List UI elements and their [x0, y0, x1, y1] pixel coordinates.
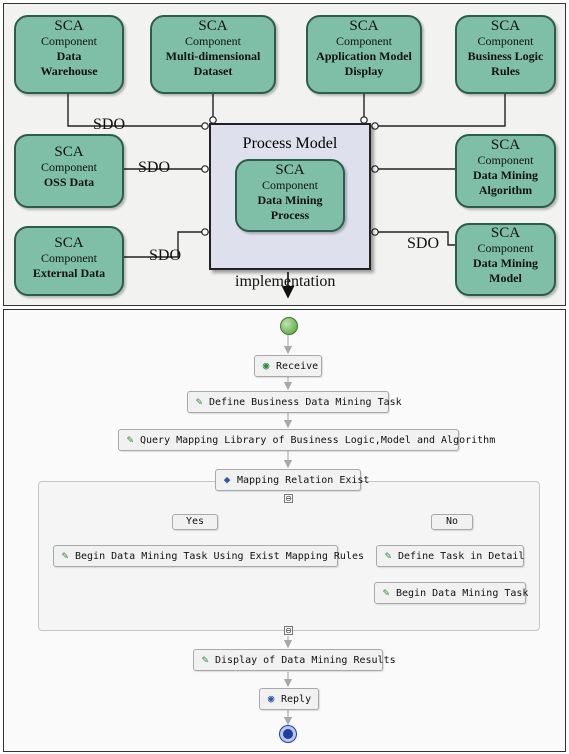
wire-business-logic-rules: [377, 94, 506, 127]
component-word: Component: [477, 153, 534, 167]
component-word: Component: [185, 34, 241, 48]
activity-label: Begin Data Mining Task Using Exist Mappi…: [75, 551, 364, 562]
component-type: SCA: [54, 144, 84, 160]
end-node[interactable]: [280, 726, 296, 742]
component-external-data[interactable]: SCA Component External Data: [14, 226, 124, 296]
activity-label: Display of Data Mining Results: [215, 655, 396, 666]
component-multidimensional-dataset[interactable]: SCA Component Multi-dimensional Dataset: [150, 15, 276, 94]
activity-define-detail[interactable]: ✎ Define Task in Detail: [376, 545, 524, 567]
component-word: Component: [477, 34, 534, 48]
component-word: Component: [41, 251, 97, 265]
wire-data-mining-model: [375, 231, 455, 246]
port-external-data: [201, 228, 209, 236]
component-type: SCA: [490, 137, 521, 153]
component-type: SCA: [349, 18, 379, 34]
port-data-mining-model: [371, 228, 379, 236]
activity-begin-task[interactable]: ✎ Begin Data Mining Task: [374, 582, 529, 604]
receive-icon: ◉: [262, 359, 270, 372]
component-name: OSS Data: [43, 175, 95, 189]
component-name: Data Mining Algorithm: [472, 168, 538, 197]
wire-external-data: [124, 231, 205, 258]
branch-label: No: [445, 516, 459, 527]
component-word: Component: [41, 34, 97, 48]
activity-label: Mapping Relation Exist: [237, 475, 370, 486]
process-model-title: Process Model: [242, 135, 338, 152]
activity-query-mapping[interactable]: ✎ Query Mapping Library of Business Logic…: [118, 429, 495, 451]
component-application-model-display[interactable]: SCA Component Application Model Display: [306, 15, 422, 94]
assign-icon: ✎: [384, 549, 392, 562]
activity-label: Receive: [276, 361, 319, 372]
invoke-icon: ✎: [126, 433, 134, 446]
implementation-label: implementation: [235, 273, 336, 290]
component-name: Data Mining Process: [257, 193, 323, 222]
activity-begin-existing[interactable]: ✎ Begin Data Mining Task Using Exist Mapp…: [53, 545, 364, 567]
activity-display-results[interactable]: ✎ Display of Data Mining Results: [193, 649, 396, 671]
component-data-mining-algorithm[interactable]: SCA Component Data Mining Algorithm: [455, 134, 556, 208]
component-name: Business Logic Rules: [467, 49, 544, 78]
sdo-label-data-warehouse: SDO: [93, 116, 126, 133]
sdo-label-external-data: SDO: [149, 247, 182, 264]
port-business-logic-rules: [371, 122, 379, 130]
component-business-logic-rules[interactable]: SCA Component Business Logic Rules: [455, 15, 556, 94]
branch-label: Yes: [185, 516, 205, 527]
collapse-switch-bottom[interactable]: ⊖: [284, 626, 293, 635]
component-oss-data[interactable]: SCA Component OSS Data: [14, 134, 124, 208]
component-name: Data Warehouse: [40, 49, 98, 78]
component-type: SCA: [54, 18, 84, 34]
port-oss-data: [201, 165, 209, 173]
activity-define-task[interactable]: ✎ Define Business Data Mining Task: [187, 391, 402, 413]
reply-icon: ◉: [267, 692, 275, 705]
assign-icon: ✎: [195, 395, 203, 408]
collapse-switch-top[interactable]: ⊖: [284, 494, 293, 503]
activity-label: Reply: [281, 694, 312, 705]
start-node[interactable]: [280, 317, 298, 335]
port-data-warehouse: [201, 122, 209, 130]
activity-label: Begin Data Mining Task: [396, 588, 529, 599]
activity-label: Query Mapping Library of Business Logic,…: [140, 435, 496, 446]
component-type: SCA: [490, 18, 521, 34]
branch-no[interactable]: No: [431, 514, 473, 530]
component-type: SCA: [275, 162, 305, 178]
decision-diamond-icon: ◆: [223, 473, 231, 486]
activity-receive[interactable]: ◉ Receive: [254, 355, 322, 377]
component-data-warehouse[interactable]: SCA Component Data Warehouse: [14, 15, 124, 94]
component-name: Application Model Display: [316, 49, 412, 78]
component-type: SCA: [490, 225, 521, 241]
component-name: External Data: [32, 266, 106, 280]
activity-label: Define Business Data Mining Task: [209, 397, 402, 408]
branch-yes[interactable]: Yes: [172, 514, 218, 530]
wire-data-warehouse: [67, 94, 205, 127]
component-name: Data Mining Model: [472, 256, 538, 285]
activity-reply[interactable]: ◉ Reply: [259, 688, 319, 710]
activity-label: Define Task in Detail: [398, 551, 525, 562]
component-type: SCA: [198, 18, 228, 34]
component-data-mining-process[interactable]: SCA Component Data Mining Process: [235, 159, 345, 232]
component-word: Component: [336, 34, 392, 48]
invoke-icon: ✎: [201, 653, 209, 666]
component-word: Component: [262, 178, 318, 192]
component-data-mining-model[interactable]: SCA Component Data Mining Model: [455, 223, 556, 296]
component-name: Multi-dimensional Dataset: [165, 49, 261, 78]
component-word: Component: [41, 160, 97, 174]
port-data-mining-algorithm: [371, 165, 379, 173]
sdo-label-oss-data: SDO: [138, 159, 171, 176]
activity-mapping-relation-exist[interactable]: ◆ Mapping Relation Exist: [215, 469, 369, 491]
invoke-icon: ✎: [61, 549, 69, 562]
component-word: Component: [477, 241, 534, 255]
sdo-label-data-mining-model: SDO: [407, 235, 440, 252]
invoke-icon: ✎: [382, 586, 390, 599]
component-type: SCA: [54, 235, 84, 251]
